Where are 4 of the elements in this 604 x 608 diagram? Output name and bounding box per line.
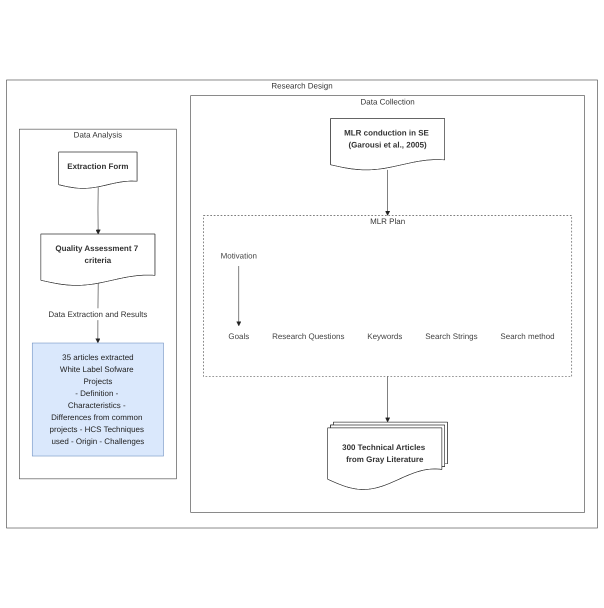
arrow bbox=[385, 170, 390, 216]
arrow bbox=[385, 376, 390, 422]
arrow bbox=[236, 266, 242, 326]
arrow bbox=[96, 186, 101, 235]
